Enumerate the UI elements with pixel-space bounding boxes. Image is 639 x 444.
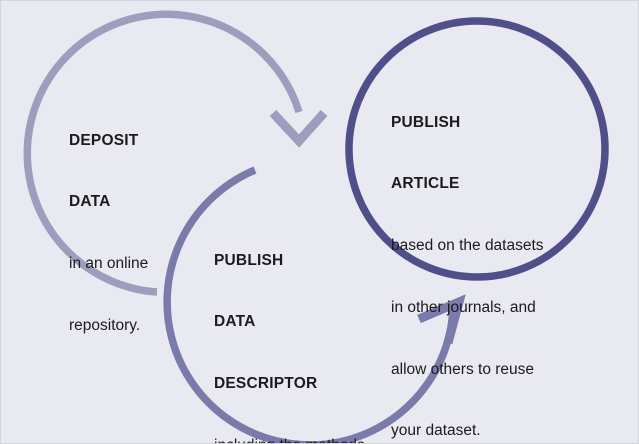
label-publish-article: PUBLISH ARTICLE based on the datasets in… [391,71,544,443]
publish-data-descriptor-body-line-1: including the methods [214,436,365,443]
publish-article-body-line-3: allow others to reuse [391,360,535,378]
publish-data-descriptor-heading-line-2: DATA [214,313,256,331]
label-publish-data-descriptor: PUBLISH DATA DESCRIPTOR including the me… [214,209,365,443]
arc-publish-data-descriptor [163,166,457,443]
deposit-data-heading-line-2: DATA [69,193,111,211]
publish-article-heading-line-1: PUBLISH [391,113,461,131]
label-deposit-data: DEPOSIT DATA in an online repository. [69,89,148,378]
publish-article-body-line-1: based on the datasets [391,237,544,255]
deposit-data-heading-line-1: DEPOSIT [69,131,139,149]
publish-article-heading-line-2: ARTICLE [391,175,460,193]
publish-article-body-line-4: your dataset. [391,422,481,440]
publish-data-descriptor-heading-line-1: PUBLISH [214,251,284,269]
publish-article-body-line-2: in other journals, and [391,298,536,316]
arrowhead-deposit-data [269,109,328,148]
publish-data-descriptor-heading-line-3: DESCRIPTOR [214,375,318,393]
deposit-data-body-line-2: repository. [69,316,141,334]
deposit-data-body-line-1: in an online [69,255,149,273]
circle-publish-article [345,17,609,281]
arrowhead-publish-data-descriptor [417,294,466,345]
arc-deposit-data [23,10,303,296]
